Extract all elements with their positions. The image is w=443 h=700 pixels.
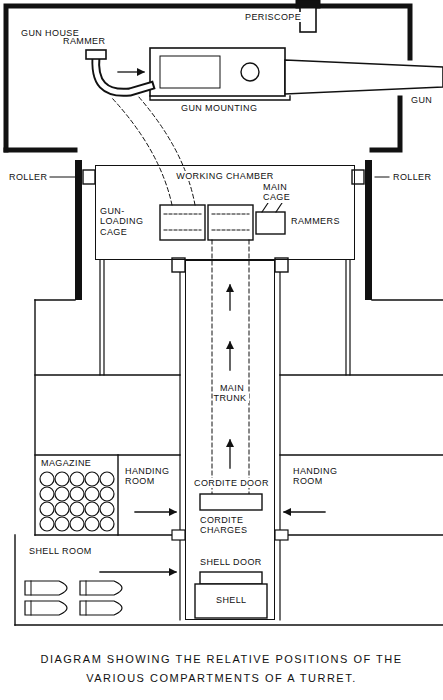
shell-symbol [80,601,122,615]
shells [25,581,122,615]
mounting-slide [150,96,290,100]
cordite-case [55,487,69,501]
turret-wall [75,160,82,300]
part-name: MAIN CAGE [262,182,298,203]
part-name: ROLLER [8,172,48,182]
shell-symbol [80,581,122,595]
part-name: ROLLER [392,172,432,182]
gun-house-front [372,98,400,150]
shell-band [31,581,32,595]
cordite-case [85,487,99,501]
cordite-case [70,472,84,486]
part-name: GUN-LOADING CAGE [99,206,159,237]
cordite-case [70,517,84,531]
shell-door [200,572,262,584]
room-arrow [284,511,325,512]
cordite-case [85,517,99,531]
turret-wall [365,160,372,300]
trunk-flange [172,258,185,272]
trunk-flange [275,258,288,272]
part-name: GUN MOUNTING [180,103,258,113]
cage-path [212,240,249,495]
compartment-name: MAGAZINE [40,458,92,468]
part-name: CORDITE CHARGES [199,515,265,536]
drawing-part [6,0,443,625]
cordite-case [40,517,54,531]
room-arrow [100,571,176,572]
shell-symbol [25,601,67,615]
cordite-case [70,487,84,501]
cage-detail [164,214,249,230]
trunk-flange [275,530,288,540]
room-arrow [135,511,176,512]
bulkhead [15,300,118,625]
cordite-case [85,472,99,486]
part-name: SHELL DOOR [199,557,263,567]
cordite-case [100,487,114,501]
node-text-wrap: WORKING CHAMBER [96,171,354,181]
rammer-tube [96,56,150,92]
shell-symbol [25,581,67,595]
up-arrow [229,440,230,468]
shell-band [86,581,87,595]
node-text-wrap: MAIN TRUNK [206,383,256,404]
cordite-case [100,472,114,486]
part-name: PERISCOPE [244,12,302,22]
part-name: CORDITE DOOR [193,478,270,488]
trunnion [241,63,259,81]
shell-cage [195,584,267,618]
cordite-case [55,517,69,531]
gun-cradle [160,56,220,88]
roller [352,170,364,184]
cordite-case [85,502,99,516]
cordite-case [100,517,114,531]
cordite-case [40,487,54,501]
gun-barrel [285,60,443,94]
part-name: RAMMERS [290,216,341,226]
cordite-cases [40,472,114,531]
cordite-door [200,494,262,510]
rammer-arrow [118,71,144,72]
periscope-head [296,0,320,8]
rammer-tube-inner [96,56,150,92]
gun-house-floor [6,148,75,153]
deck [15,375,443,625]
bulkhead [100,260,350,375]
leader-line [375,177,389,178]
node-title: MAIN TRUNK [214,383,249,403]
cordite-case [55,472,69,486]
gun-breech [150,48,285,96]
cordite-case [40,502,54,516]
compartment-name: SHELL ROOM [28,546,93,556]
roller [83,170,95,184]
trunk-wall [180,272,280,620]
shell-band [31,601,32,615]
leader-line [50,177,80,178]
compartment-name: HANDING ROOM [124,466,178,487]
trunk-flange [172,530,185,540]
gun-loading-cage [160,205,205,240]
node-title: WORKING CHAMBER [174,171,276,181]
caption: DIAGRAM SHOWING THE RELATIVE POSITIONS O… [15,650,428,687]
part-name: GUN [410,95,433,105]
part-name: SHELL [215,595,248,605]
cordite-case [70,502,84,516]
cordite-case [55,502,69,516]
cordite-case [100,502,114,516]
deck-armour [35,299,443,300]
rammers [256,212,285,234]
up-arrow [229,285,230,310]
compartment-name: HANDING ROOM [292,466,346,487]
cordite-case [40,472,54,486]
up-arrow [229,342,230,370]
rammer-head [86,50,106,59]
shell-band [86,601,87,615]
part-name: RAMMER [62,36,106,46]
main-cage [208,205,253,240]
